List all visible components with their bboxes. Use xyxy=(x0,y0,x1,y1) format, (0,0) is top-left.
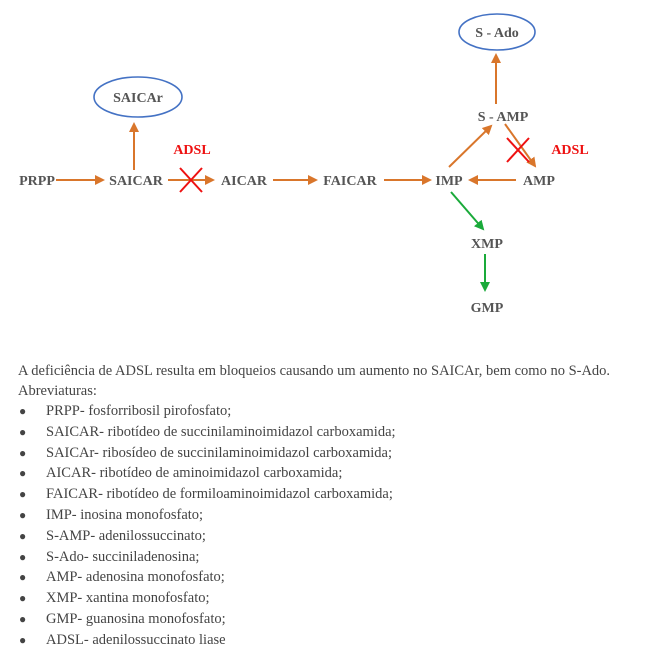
list-item: ● GMP- guanosina monofosfato; xyxy=(18,609,663,630)
adsl-label-right: ADSL xyxy=(551,143,588,158)
list-item-text: SAICAr- ribosídeo de succinilaminoimidaz… xyxy=(46,444,393,461)
arrow-samp-to-amp-blocked xyxy=(504,123,537,168)
list-item: ● S-AMP- adenilossuccinato; xyxy=(18,526,663,547)
node-xmp: XMP xyxy=(471,237,503,252)
arrow-imp-to-xmp xyxy=(450,191,485,231)
list-item-text: SAICAR- ribotídeo de succinilaminoimidaz… xyxy=(46,423,396,440)
list-item-text: AICAR- ribotídeo de aminoimidazol carbox… xyxy=(46,465,343,482)
list-item: ● AICAR- ribotídeo de aminoimidazol carbo… xyxy=(18,463,663,484)
caption-sentence: A deficiência de ADSL resulta em bloquei… xyxy=(18,363,611,379)
bullet-icon: ● xyxy=(19,404,27,418)
node-aicar: AICAR xyxy=(221,174,268,189)
node-prpp: PRPP xyxy=(19,174,55,189)
bullet-icon: ● xyxy=(19,632,27,647)
node-gmp: GMP xyxy=(471,301,504,316)
list-item-text: IMP- inosina monofosfato; xyxy=(46,506,204,523)
node-faicar: FAICAR xyxy=(323,174,377,189)
block-cross-right xyxy=(506,137,530,163)
node-saicar: SAICAR xyxy=(109,174,164,189)
list-item-text: S-Ado- succiniladenosina; xyxy=(46,548,200,565)
list-item-text: AMP- adenosina monofosfato; xyxy=(46,569,225,586)
list-item: ● AMP- adenosina monofosfato; xyxy=(18,567,663,588)
node-s-amp: S - AMP xyxy=(478,110,529,125)
figure-caption: A deficiência de ADSL resulta em bloquei… xyxy=(18,361,663,651)
bullet-icon: ● xyxy=(19,445,27,460)
arrow-imp-to-samp xyxy=(448,124,493,168)
adsl-label-left: ADSL xyxy=(173,143,210,158)
list-item-text: XMP- xantina monofosfato; xyxy=(46,590,210,607)
saicar-r-oval xyxy=(93,76,183,118)
abbreviations-list: ● PRPP- fosforribosil pirofosfato; ● SAICA… xyxy=(18,401,663,651)
list-item: ● IMP- inosina monofosfato; xyxy=(18,505,663,526)
abbreviations-heading: Abreviaturas: xyxy=(18,383,97,399)
list-item-text: FAICAR- ribotídeo de formiloaminoimidazo… xyxy=(46,486,393,503)
list-item-text: PRPP- fosforribosil pirofosfato; xyxy=(46,403,232,419)
bullet-icon: ● xyxy=(19,549,27,564)
bullet-icon: ● xyxy=(19,507,27,522)
list-item: ● FAICAR- ribotídeo de formiloaminoimidaz… xyxy=(18,484,663,505)
list-item: ● SAICAr- ribosídeo de succinilaminoimida… xyxy=(18,443,663,464)
list-item: ● XMP- xantina monofosfato; xyxy=(18,588,663,609)
bullet-icon: ● xyxy=(19,528,27,543)
bullet-icon: ● xyxy=(19,424,27,439)
s-ado-oval xyxy=(458,13,536,51)
node-imp: IMP xyxy=(435,174,463,189)
list-item: ● SAICAR- ribotídeo de succinilaminoimida… xyxy=(18,422,663,443)
list-item-text: ADSL- adenilossuccinato liase xyxy=(46,631,226,648)
bullet-icon: ● xyxy=(19,611,27,626)
list-item: ● ADSL- adenilossuccinato liase xyxy=(18,630,663,651)
saicar-r-label: SAICAr xyxy=(113,91,163,106)
bullet-icon: ● xyxy=(19,466,27,481)
list-item-text: S-AMP- adenilossuccinato; xyxy=(46,527,206,544)
node-amp: AMP xyxy=(523,174,555,189)
list-item-text: GMP- guanosina monofosfato; xyxy=(46,610,226,627)
block-cross-left xyxy=(179,167,203,193)
s-ado-label: S - Ado xyxy=(475,26,519,41)
bullet-icon: ● xyxy=(19,570,27,585)
list-item: ● S-Ado- succiniladenosina; xyxy=(18,547,663,568)
list-item: ● PRPP- fosforribosil pirofosfato; xyxy=(18,401,663,422)
purine-pathway-diagram: SAICAr S - Ado ADSL ADSL PRPP SAICAR AIC… xyxy=(19,13,589,316)
bullet-icon: ● xyxy=(19,487,27,502)
bullet-icon: ● xyxy=(19,591,27,606)
